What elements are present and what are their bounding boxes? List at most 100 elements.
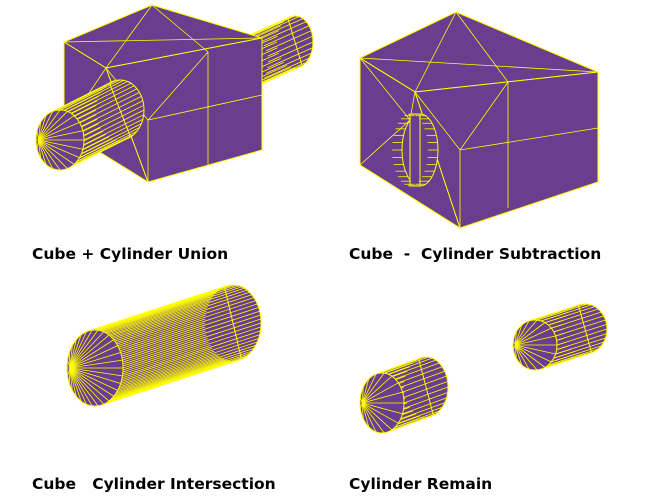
mesh-edge (120, 338, 259, 384)
union-shape (35, 4, 314, 183)
mesh-edge (122, 322, 262, 369)
mesh-edge (83, 109, 145, 141)
mesh-edge (63, 80, 124, 111)
mesh-edge (402, 397, 447, 415)
mesh-edge (97, 284, 237, 331)
mesh-edge (403, 392, 448, 409)
mesh-edge (391, 359, 436, 377)
mesh-edge (108, 355, 248, 402)
mesh-edge (82, 118, 144, 150)
mesh-edge (120, 307, 259, 353)
mesh-edge (106, 287, 245, 334)
mesh-edge (121, 310, 260, 357)
mesh-edge (81, 123, 142, 154)
mesh-edge (91, 360, 231, 407)
mesh-edge (97, 360, 237, 407)
mesh-edge (122, 330, 261, 377)
mesh-edge (400, 402, 445, 420)
mesh-edge (111, 291, 250, 338)
mesh-edge (379, 356, 425, 374)
mesh-edge (115, 297, 254, 343)
mesh-edge (257, 18, 303, 39)
mesh-edge (383, 356, 429, 374)
mesh-edge (253, 16, 300, 38)
mesh-edge (67, 138, 128, 169)
mesh-edge (79, 92, 140, 123)
mesh-edge (94, 284, 234, 331)
mesh-edge (122, 314, 261, 361)
mesh-edge (540, 352, 592, 370)
mesh-edge (532, 303, 584, 321)
mesh-edge (266, 52, 312, 74)
mesh-edge (113, 350, 252, 397)
sub-cylinder-hole (392, 113, 439, 187)
mesh-edge (387, 357, 433, 375)
mesh-edge (52, 81, 113, 112)
union-cylinder-front (35, 79, 145, 171)
mesh-edge (245, 16, 292, 38)
mesh-edge (56, 80, 117, 111)
mesh-edge (556, 324, 607, 341)
mesh-edge (398, 406, 443, 424)
mesh-edge (78, 291, 217, 338)
mesh-edge (261, 21, 307, 43)
mesh-edge (263, 25, 310, 47)
mesh-edge (403, 386, 449, 404)
sub-cube-right (414, 71, 599, 229)
subtraction-shape (359, 11, 599, 229)
mesh-edge (544, 306, 595, 324)
mesh-edge (387, 415, 433, 433)
mesh-edge (249, 15, 296, 37)
mesh-edge (267, 47, 313, 69)
mesh-edge (115, 348, 254, 394)
mesh-edge (103, 286, 242, 333)
mesh-edge (540, 304, 592, 322)
mesh-edge (263, 57, 310, 79)
intersection-shape (66, 284, 262, 407)
label-subtraction: Cube - Cylinder Subtraction (349, 245, 602, 263)
mesh-edge (82, 100, 144, 132)
mesh-edge (555, 319, 606, 337)
label-remain: Cylinder Remain (349, 475, 493, 493)
mesh-edge (375, 357, 421, 375)
mesh-edge (553, 315, 604, 333)
mesh-edge (83, 114, 144, 146)
mesh-edge (70, 82, 132, 114)
mesh-edge (76, 88, 138, 120)
mesh-edge (119, 303, 258, 350)
mesh-edge (121, 334, 260, 381)
mesh-edge (100, 285, 239, 332)
mesh-edge (551, 311, 602, 329)
mesh-edge (67, 81, 128, 112)
remain-cylinder-left (359, 356, 449, 434)
mesh-edge (117, 300, 256, 347)
mesh-edge (108, 289, 248, 336)
mesh-edge (113, 294, 252, 341)
mesh-edge (119, 341, 258, 388)
mesh-edge (91, 284, 231, 331)
mesh-edge (403, 381, 448, 398)
mesh-edge (267, 41, 314, 63)
mesh-edge (80, 289, 220, 336)
union-cube-right (105, 37, 263, 183)
mesh-edge (83, 104, 144, 136)
mesh-edge (261, 61, 307, 83)
mesh-edge (548, 308, 599, 326)
remain-cylinder-right (512, 303, 608, 371)
mesh-edge (81, 96, 142, 127)
mesh-edge (94, 360, 234, 407)
label-intersection: Cube Cylinder Intersection (32, 475, 276, 493)
mesh-edge (395, 362, 440, 380)
mesh-edge (528, 304, 580, 322)
mesh-edge (536, 303, 588, 321)
mesh-edge (400, 370, 445, 388)
mesh-edge (122, 318, 261, 365)
mesh-edge (402, 375, 447, 393)
label-union: Cube + Cylinder Union (32, 245, 229, 263)
mesh-edge (122, 326, 261, 373)
mesh-edge (117, 344, 256, 391)
mesh-edge (266, 30, 312, 52)
mesh-edge (73, 85, 135, 117)
mesh-edge (398, 366, 443, 384)
